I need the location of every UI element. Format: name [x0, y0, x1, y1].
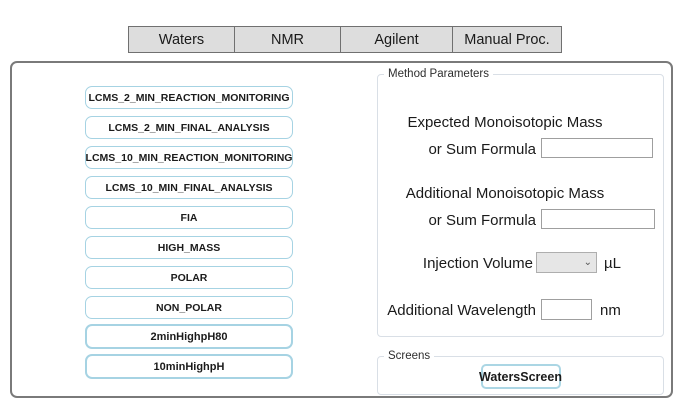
method-parameters-title: Method Parameters — [384, 68, 493, 81]
tab-bar: Waters NMR Agilent Manual Proc. — [128, 26, 562, 53]
additional-wavelength-label: Additional Wavelength — [387, 302, 536, 319]
screens-title: Screens — [384, 350, 435, 363]
additional-sum-formula-label: or Sum Formula — [428, 212, 536, 229]
method-button-lcms-10-min-final-analysis[interactable]: LCMS_10_MIN_FINAL_ANALYSIS — [85, 176, 293, 199]
additional-wavelength-input[interactable] — [541, 299, 592, 320]
tab-agilent[interactable]: Agilent — [340, 26, 453, 53]
watersscreen-button[interactable]: WatersScreen — [479, 364, 562, 389]
method-button-2minhighph80[interactable]: 2minHighpH80 — [85, 324, 293, 349]
method-button-10minhighph[interactable]: 10minHighpH — [85, 354, 293, 379]
screens-groupbox: Screens WatersScreen — [377, 350, 664, 395]
expected-mass-input[interactable] — [541, 138, 653, 158]
chevron-down-icon: ⌄ — [583, 256, 592, 268]
additional-mass-input[interactable] — [541, 209, 655, 229]
injection-volume-unit: µL — [604, 255, 621, 272]
method-parameters-groupbox: Method Parameters Expected Monoisotopic … — [377, 68, 664, 337]
method-button-lcms-10-min-reaction-monitoring[interactable]: LCMS_10_MIN_REACTION_MONITORING — [85, 146, 293, 169]
method-button-fia[interactable]: FIA — [85, 206, 293, 229]
method-button-non-polar[interactable]: NON_POLAR — [85, 296, 293, 319]
tab-waters[interactable]: Waters — [128, 26, 235, 53]
additional-mass-label: Additional Monoisotopic Mass — [405, 185, 605, 202]
injection-volume-dropdown[interactable]: ⌄ — [536, 252, 597, 273]
method-button-high-mass[interactable]: HIGH_MASS — [85, 236, 293, 259]
injection-volume-label: Injection Volume — [422, 255, 533, 272]
additional-wavelength-unit: nm — [600, 302, 621, 319]
tab-nmr[interactable]: NMR — [234, 26, 341, 53]
method-button-lcms-2-min-reaction-monitoring[interactable]: LCMS_2_MIN_REACTION_MONITORING — [85, 86, 293, 109]
method-button-lcms-2-min-final-analysis[interactable]: LCMS_2_MIN_FINAL_ANALYSIS — [85, 116, 293, 139]
main-panel: LCMS_2_MIN_REACTION_MONITORING LCMS_2_MI… — [10, 61, 673, 398]
expected-mass-label: Expected Monoisotopic Mass — [407, 114, 603, 131]
expected-sum-formula-label: or Sum Formula — [428, 141, 536, 158]
tab-manual-proc[interactable]: Manual Proc. — [452, 26, 562, 53]
method-button-polar[interactable]: POLAR — [85, 266, 293, 289]
